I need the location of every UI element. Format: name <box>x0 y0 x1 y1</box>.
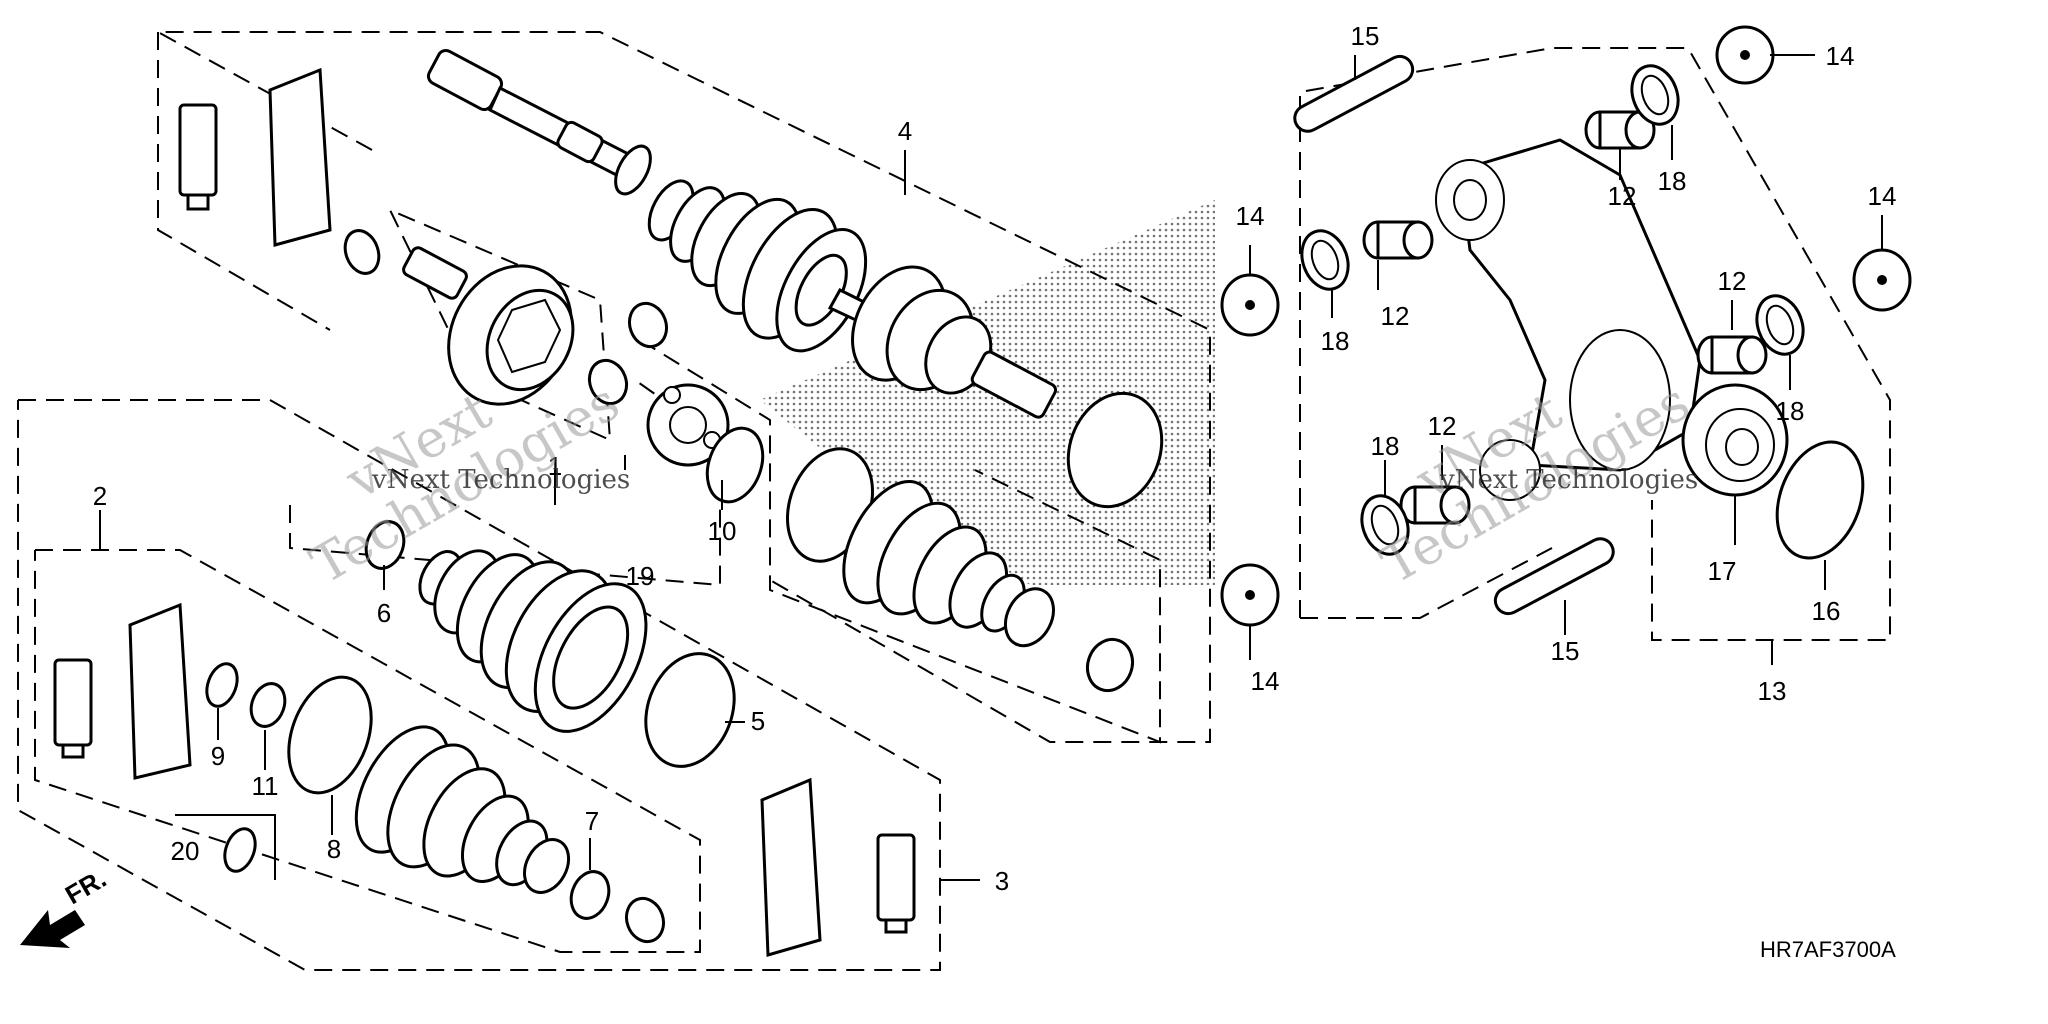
grease-bag <box>268 67 332 247</box>
band-clamp-7 <box>569 870 611 920</box>
cap-14 <box>1220 273 1280 337</box>
circlip-11 <box>249 682 287 728</box>
callout-18: 18 <box>1658 166 1687 196</box>
circlip-9 <box>205 662 239 708</box>
callout-14: 14 <box>1251 666 1280 696</box>
callout-14: 14 <box>1826 41 1855 71</box>
callout-1: 1 <box>548 451 562 481</box>
tripod-joint <box>646 383 730 467</box>
callout-19: 19 <box>626 561 655 591</box>
callout-15: 15 <box>1551 636 1580 666</box>
grease-tube <box>178 103 218 211</box>
callout-14: 14 <box>1236 201 1265 231</box>
band-clamp-8 <box>287 675 373 795</box>
svg-text:vNext Technologies: vNext Technologies <box>1439 465 1698 495</box>
callout-7: 7 <box>585 806 599 836</box>
callout-5: 5 <box>751 706 765 736</box>
callout-10: 10 <box>708 516 737 546</box>
cv-boot <box>842 479 1055 648</box>
callout-20: 20 <box>171 836 200 866</box>
watermark-right: vNext Technologies vNext Technologies <box>1372 372 1700 596</box>
leader-lines <box>99 54 1883 881</box>
band-clamp <box>1066 391 1164 509</box>
callout-6: 6 <box>377 598 391 628</box>
bearing-17 <box>1681 383 1789 497</box>
cap-14 <box>1852 248 1912 312</box>
cv-boot-large <box>418 549 648 733</box>
cv-boot-small <box>354 725 571 894</box>
callout-18: 18 <box>1321 326 1350 356</box>
circlip-20 <box>223 827 257 873</box>
callout-17: 17 <box>1708 556 1737 586</box>
circlip <box>627 301 669 349</box>
callout-11: 11 <box>252 771 279 801</box>
callout-12: 12 <box>1718 266 1747 296</box>
group-box-4 <box>157 31 1211 743</box>
driveshaft-assembly <box>426 48 1058 419</box>
bracket-20 <box>175 814 276 880</box>
callout-16: 16 <box>1812 596 1841 626</box>
callout-14: 14 <box>1868 181 1897 211</box>
band-clamp-6 <box>364 520 406 570</box>
snap-ring-16 <box>1775 440 1865 560</box>
group-box-3 <box>17 399 941 971</box>
callout-8: 8 <box>327 834 341 864</box>
bushing-12 <box>1399 485 1471 525</box>
callout-18: 18 <box>1776 396 1805 426</box>
callout-12: 12 <box>1608 181 1637 211</box>
svg-text:vNext Technologies: vNext Technologies <box>371 465 630 495</box>
pin-15 <box>1493 537 1615 616</box>
circlip <box>343 229 381 275</box>
front-arrow-icon: FR. <box>20 863 111 948</box>
circlip <box>587 358 629 406</box>
cv-joint-housing <box>402 246 575 406</box>
grease-tube <box>876 833 916 934</box>
callout-12: 12 <box>1381 301 1410 331</box>
callout-9: 9 <box>211 741 225 771</box>
band-clamp-5 <box>644 652 736 768</box>
pin-15 <box>1293 54 1415 133</box>
callout-2: 2 <box>93 481 107 511</box>
grease-bag <box>760 777 822 957</box>
diagram-code: HR7AF3700A <box>1760 937 1896 962</box>
group-box-2 <box>34 549 701 953</box>
callout-12: 12 <box>1428 411 1457 441</box>
callout-15: 15 <box>1351 21 1380 51</box>
callout-3: 3 <box>995 866 1009 896</box>
grease-bag <box>128 602 192 780</box>
callout-18: 18 <box>1371 431 1400 461</box>
front-label: FR. <box>60 863 111 910</box>
callout-4: 4 <box>898 116 912 146</box>
swing-arm <box>1435 138 1702 501</box>
circlip <box>624 896 666 944</box>
bushing-12 <box>1696 335 1768 375</box>
bushing-12 <box>1362 220 1434 260</box>
cap-14 <box>1220 563 1280 627</box>
grease-tube <box>53 658 93 759</box>
callout-13: 13 <box>1758 676 1787 706</box>
band-clamp <box>1085 637 1135 693</box>
cap-14 <box>1715 25 1775 85</box>
